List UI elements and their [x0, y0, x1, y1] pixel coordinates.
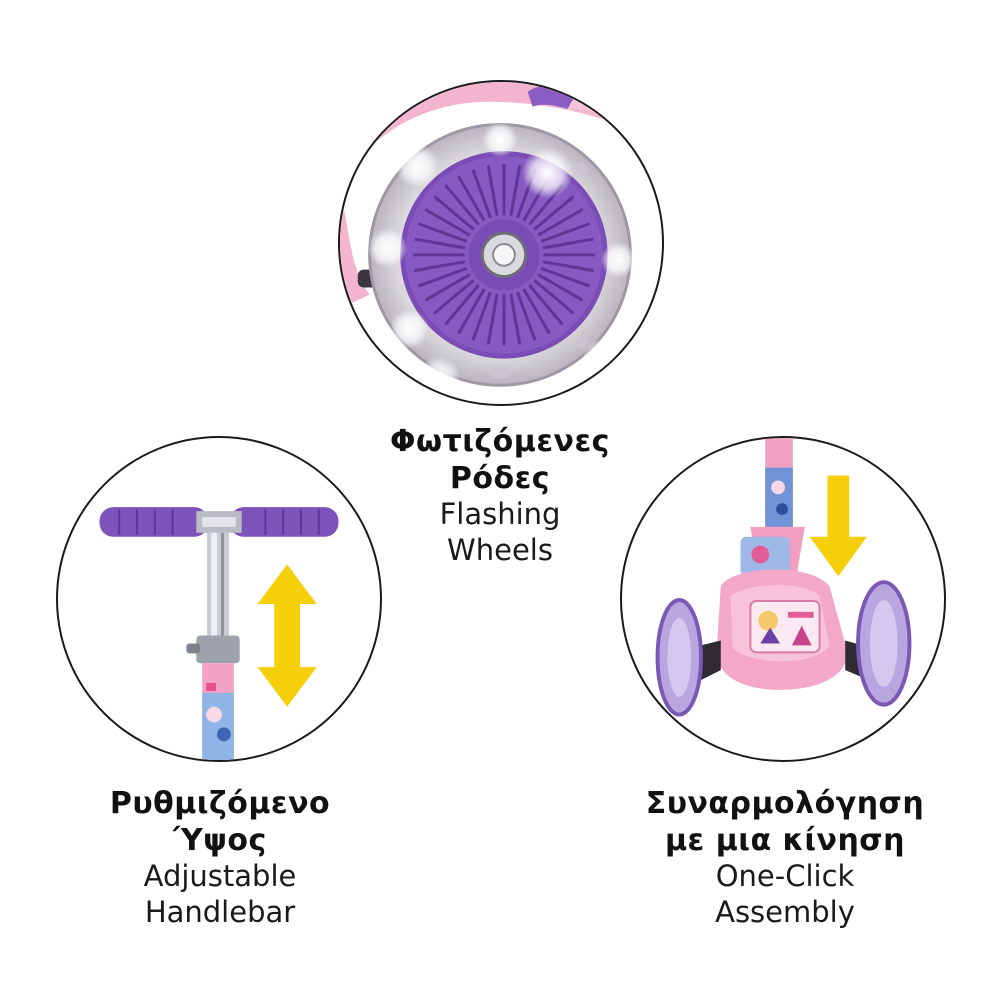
wheel-spoke	[433, 279, 475, 315]
handlebar-title-greek-line2: Ύψος	[173, 822, 267, 858]
wheel-spoke	[424, 273, 471, 302]
handlebar-title-greek-line1: Ρυθμιζόμενο	[109, 786, 331, 821]
light-up-wheel-photo	[340, 82, 662, 401]
wheel-spoke	[418, 266, 468, 288]
wheel-spoke	[418, 222, 468, 243]
up-down-arrow-icon	[257, 564, 317, 707]
scooter-assembly-photo	[655, 438, 912, 717]
assembly-title-greek-line1: Συναρμολόγηση	[645, 786, 925, 821]
assembly-feature-circle	[620, 436, 946, 762]
adjustable-handlebar-photo	[99, 507, 339, 760]
handlebar-title-english-line2: Handlebar	[144, 894, 296, 929]
wheel-spoke	[471, 291, 492, 341]
wheel-spoke	[533, 279, 575, 315]
wheel-spoke	[471, 168, 492, 219]
wheel-spoke	[537, 208, 584, 237]
wheel-spoke	[542, 260, 594, 273]
wheel-spoke	[457, 288, 486, 335]
wheels-title-greek-line1: Φωτιζόμενες	[390, 424, 610, 459]
wheel-spoke	[522, 288, 551, 335]
wheel-spoke	[486, 165, 499, 217]
handlebar-title-english-line1: Adjustable	[143, 859, 297, 894]
wheels-title-greek-line2: Ρόδες	[449, 460, 551, 496]
wheel-feature-circle	[338, 80, 664, 406]
wheel-spoke	[509, 293, 522, 345]
wheels-caption: Φωτιζόμενες Ρόδες Flashing Wheels	[360, 424, 640, 568]
wheel-spoke	[414, 237, 466, 250]
down-arrow-icon	[809, 475, 867, 577]
wheel-spoke	[444, 184, 480, 226]
wheel-spoke	[433, 195, 475, 231]
wheel-spoke	[486, 293, 499, 345]
wheel-spoke	[516, 291, 537, 341]
wheel-spoke	[414, 260, 466, 273]
wheel-spoke	[533, 195, 575, 231]
wheel-spoke	[540, 222, 590, 243]
assembly-title-greek-line2: με μια κίνηση	[664, 822, 906, 858]
wheel-spoke	[540, 266, 590, 288]
wheel-spoke	[528, 284, 564, 326]
assembly-title-english-line1: One-Click	[715, 859, 855, 894]
wheels-title-english-line2: Wheels	[447, 532, 553, 567]
wheel-spoke	[509, 165, 522, 217]
wheel-spoke	[537, 273, 584, 302]
wheel-spoke	[457, 175, 486, 222]
handlebar-caption: Ρυθμιζόμενο Ύψος Adjustable Handlebar	[80, 786, 360, 930]
wheel-spoke	[542, 237, 594, 250]
wheel-spoke	[444, 284, 480, 326]
assembly-title-english-line2: Assembly	[715, 894, 855, 929]
handlebar-feature-circle	[56, 436, 382, 762]
assembly-caption: Συναρμολόγηση με μια κίνηση One-Click As…	[630, 786, 940, 930]
wheels-title-english-line1: Flashing	[439, 497, 561, 532]
wheel-spoke	[424, 208, 471, 237]
